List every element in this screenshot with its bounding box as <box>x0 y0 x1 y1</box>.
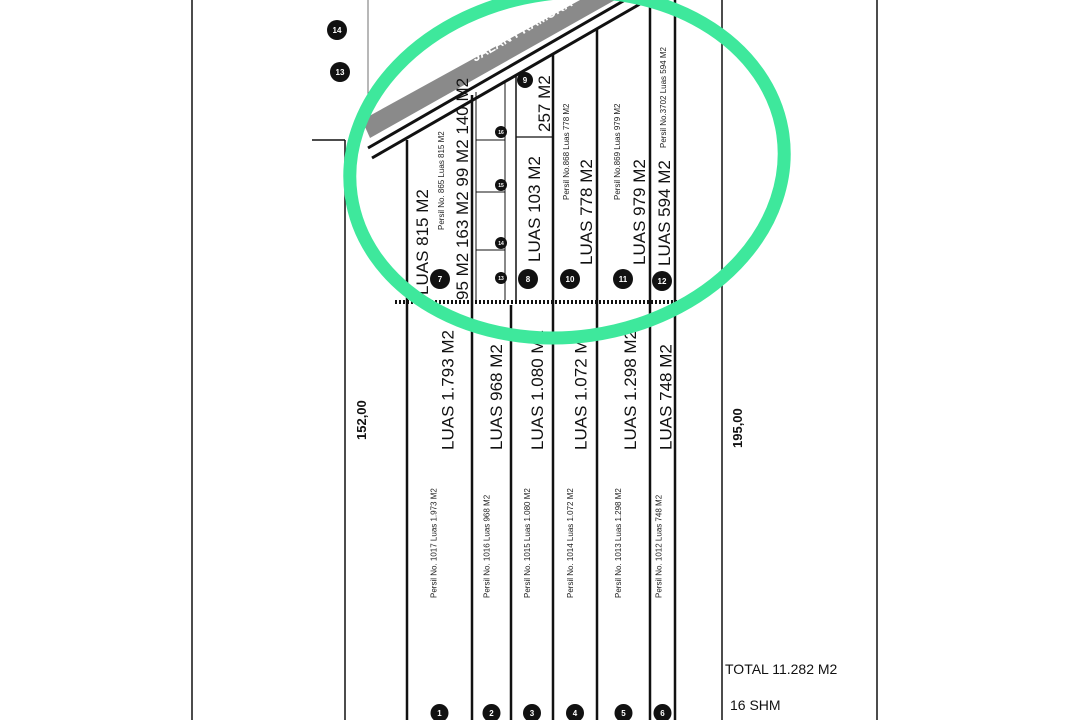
plot-area: LUAS 748 M2 <box>657 344 676 450</box>
svg-text:LUAS 778 M2: LUAS 778 M2 <box>577 159 596 265</box>
svg-text:LUAS 815 M2: LUAS 815 M2 <box>413 189 432 295</box>
plot-area: LUAS 1.072 M2 <box>571 330 590 450</box>
frame-lines <box>191 0 878 720</box>
dimension-right: 195,00 <box>730 408 745 448</box>
plot-marker <box>566 704 584 720</box>
plot-persil: Persil No. 1017 Luas 1.973 M2 <box>429 488 438 598</box>
svg-text:257 M2: 257 M2 <box>535 75 554 132</box>
svg-text:Persil No.869 Luas 979 M2: Persil No.869 Luas 979 M2 <box>613 103 622 200</box>
svg-text:LUAS 979 M2: LUAS 979 M2 <box>630 159 649 265</box>
marker-14: 14 <box>327 20 347 40</box>
plot-number: 1 <box>437 709 442 718</box>
lower-plot-1: LUAS 1.793 M2 Persil No. 1017 Luas 1.973 … <box>429 330 457 720</box>
dimension-left: 152,00 <box>354 400 369 440</box>
svg-text:13: 13 <box>498 276 504 282</box>
upper-plot-10: LUAS 778 M2 Persil No.868 Luas 778 M2 10 <box>560 103 596 289</box>
lower-plot-4: LUAS 1.072 M2 Persil No. 1014 Luas 1.072 … <box>566 330 590 720</box>
plot-number: 2 <box>489 709 494 718</box>
shm-count: 16 SHM <box>730 697 781 713</box>
plot-number: 5 <box>621 709 626 718</box>
svg-text:13: 13 <box>336 68 345 77</box>
total-area: TOTAL 11.282 M2 <box>725 661 838 677</box>
svg-text:10: 10 <box>566 275 575 284</box>
plot-persil: Persil No. 1015 Luas 1.080 M2 <box>523 488 532 598</box>
plot-marker <box>482 704 501 720</box>
svg-text:7: 7 <box>438 275 443 284</box>
plot-marker <box>523 704 541 720</box>
svg-text:12: 12 <box>658 277 667 286</box>
svg-text:14: 14 <box>333 26 342 35</box>
svg-text:Persil No.868 Luas 778 M2: Persil No.868 Luas 778 M2 <box>562 103 571 200</box>
svg-text:14: 14 <box>498 241 504 247</box>
lower-plot-2: LUAS 968 M2 Persil No. 1016 Luas 968 M2 2 <box>482 344 506 720</box>
upper-plot-11: LUAS 979 M2 Persil No.869 Luas 979 M2 11 <box>613 103 649 289</box>
plot-marker <box>614 704 633 720</box>
svg-text:Persil No.3702 Luas 594 M2: Persil No.3702 Luas 594 M2 <box>659 47 668 149</box>
svg-text:9: 9 <box>523 76 528 85</box>
marker-13: 13 <box>330 62 350 82</box>
lower-plots: LUAS 1.793 M2 Persil No. 1017 Luas 1.973 … <box>429 330 676 720</box>
upper-plot-8-9: 9 257 M2 LUAS 103 M2 8 <box>517 72 554 289</box>
plot-number: 6 <box>660 709 665 718</box>
plot-area: LUAS 1.793 M2 <box>438 330 457 450</box>
plot-persil: Persil No. 1013 Luas 1.298 M2 <box>614 488 623 598</box>
plot-persil: Persil No. 1014 Luas 1.072 M2 <box>566 488 575 598</box>
plot-number: 4 <box>573 709 578 718</box>
plot-marker <box>430 704 449 720</box>
plot-persil: Persil No. 1016 Luas 968 M2 <box>483 494 492 598</box>
svg-text:11: 11 <box>619 275 628 284</box>
lower-plot-3: LUAS 1.080 M2 Persil No. 1015 Luas 1.080 … <box>523 330 547 720</box>
plot-area: LUAS 1.080 M2 <box>528 330 547 450</box>
lower-plot-5: LUAS 1.298 M2 Persil No. 1013 Luas 1.298 … <box>614 330 640 720</box>
plot-area: LUAS 968 M2 <box>487 344 506 450</box>
svg-text:16: 16 <box>498 130 504 136</box>
svg-text:8: 8 <box>526 275 531 284</box>
plot-number: 3 <box>530 709 535 718</box>
sub-plots: 16 15 14 13 <box>495 126 507 284</box>
svg-text:15: 15 <box>498 183 504 189</box>
plot-marker <box>653 704 672 720</box>
svg-text:LUAS 594 M2: LUAS 594 M2 <box>655 160 674 266</box>
svg-text:95 M2 163 M2 99 M2 140 M2: 95 M2 163 M2 99 M2 140 M2 <box>453 78 472 300</box>
highlight-circle <box>343 0 791 345</box>
svg-text:Persil No. 865 Luas 815 M2: Persil No. 865 Luas 815 M2 <box>437 131 446 230</box>
upper-plot-7: LUAS 815 M2 Persil No. 865 Luas 815 M2 9… <box>413 78 472 300</box>
svg-text:LUAS 103 M2: LUAS 103 M2 <box>525 156 544 262</box>
lower-plot-6: LUAS 748 M2 Persil No. 1012 Luas 748 M2 6 <box>653 344 676 720</box>
upper-plot-12: LUAS 594 M2 Persil No.3702 Luas 594 M2 1… <box>652 47 674 291</box>
plot-area: LUAS 1.298 M2 <box>621 330 640 450</box>
plot-persil: Persil No. 1012 Luas 748 M2 <box>654 494 663 598</box>
plot-lines <box>395 0 685 720</box>
